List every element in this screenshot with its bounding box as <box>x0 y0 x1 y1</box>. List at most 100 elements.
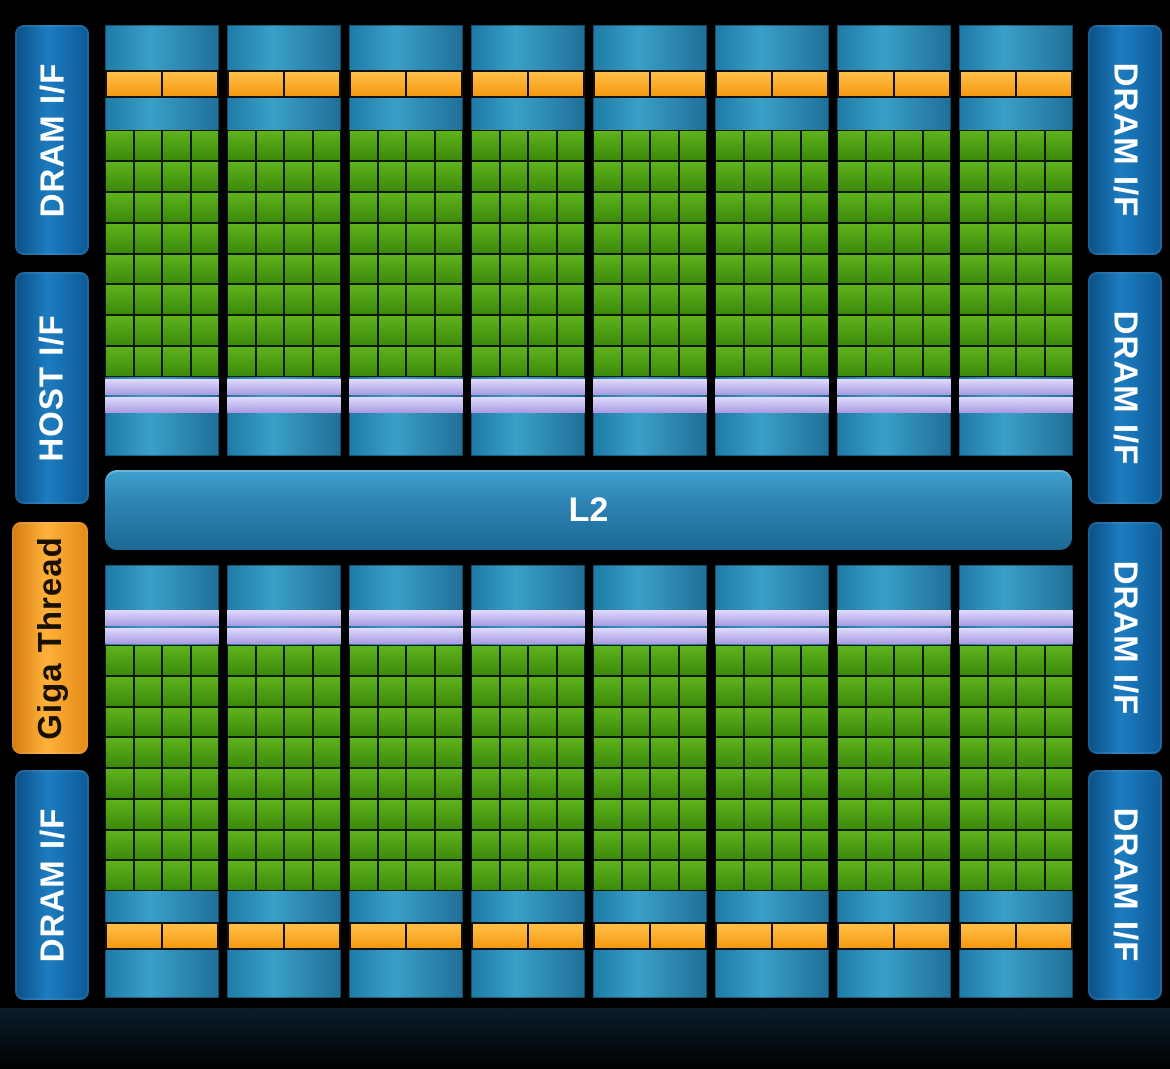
cuda-core <box>716 738 743 767</box>
cuda-core <box>923 161 950 191</box>
cuda-core <box>228 254 255 284</box>
cuda-core <box>472 192 499 222</box>
cuda-core <box>594 861 621 890</box>
cuda-core <box>163 254 190 284</box>
cuda-core <box>960 223 987 253</box>
cuda-core <box>106 676 133 706</box>
cuda-core <box>313 799 340 829</box>
cuda-core <box>256 738 283 767</box>
cuda-core <box>988 254 1015 284</box>
cuda-core <box>163 192 190 222</box>
sm-purple-band <box>715 610 829 626</box>
giga-thread-label: Giga Thread <box>31 536 69 740</box>
cuda-core <box>285 769 312 798</box>
sm-core-grid <box>471 130 585 377</box>
cuda-core <box>163 347 190 376</box>
cuda-core <box>1045 254 1072 284</box>
cuda-core <box>866 769 893 798</box>
cuda-core <box>838 769 865 798</box>
cuda-core <box>744 861 771 890</box>
streaming-multiprocessor-bottom <box>837 565 951 998</box>
cuda-core <box>895 799 922 829</box>
cuda-core <box>679 223 706 253</box>
cuda-core <box>801 738 828 767</box>
cuda-core <box>923 799 950 829</box>
cuda-core <box>960 861 987 890</box>
cuda-core <box>622 769 649 798</box>
cuda-core <box>744 254 771 284</box>
cuda-core <box>773 707 800 737</box>
sm-orange-band <box>471 922 585 950</box>
cuda-core <box>529 347 556 376</box>
cuda-core <box>529 192 556 222</box>
cuda-core <box>106 646 133 675</box>
cuda-core <box>895 738 922 767</box>
cuda-core <box>801 861 828 890</box>
cuda-core <box>988 738 1015 767</box>
cuda-core <box>435 223 462 253</box>
cuda-core <box>801 254 828 284</box>
sm-orange-unit <box>529 924 583 948</box>
cuda-core <box>716 192 743 222</box>
cuda-core <box>472 131 499 160</box>
l2-cache-block: L2 <box>105 470 1072 550</box>
sm-orange-unit <box>595 72 649 96</box>
cuda-core <box>744 223 771 253</box>
cuda-core <box>500 707 527 737</box>
cuda-core <box>191 192 218 222</box>
cuda-core <box>622 646 649 675</box>
dram-interface-label: DRAM I/F <box>1107 560 1144 716</box>
cuda-core <box>378 676 405 706</box>
cuda-core <box>191 646 218 675</box>
cuda-core <box>594 646 621 675</box>
sm-purple-band <box>227 610 341 626</box>
cuda-core <box>716 285 743 315</box>
cuda-core <box>594 738 621 767</box>
cuda-core <box>651 830 678 860</box>
streaming-multiprocessor-bottom <box>105 565 219 998</box>
cuda-core <box>923 223 950 253</box>
cuda-core <box>529 799 556 829</box>
cuda-core <box>838 738 865 767</box>
cuda-core <box>500 861 527 890</box>
cuda-core <box>744 830 771 860</box>
cuda-core <box>285 254 312 284</box>
sm-purple-band <box>227 379 341 395</box>
cuda-core <box>435 830 462 860</box>
cuda-core <box>134 131 161 160</box>
cuda-core <box>866 738 893 767</box>
cuda-core <box>1045 223 1072 253</box>
cuda-core <box>557 161 584 191</box>
streaming-multiprocessor-bottom <box>959 565 1073 998</box>
cuda-core <box>191 347 218 376</box>
cuda-core <box>679 861 706 890</box>
cuda-core <box>350 316 377 346</box>
cuda-core <box>500 254 527 284</box>
streaming-multiprocessor-top <box>837 25 951 456</box>
cuda-core <box>228 830 255 860</box>
sm-orange-unit <box>351 924 405 948</box>
sm-purple-band <box>349 610 463 626</box>
sm-purple-band <box>349 379 463 395</box>
dram-interface-right-4: DRAM I/F <box>1088 770 1162 1000</box>
cuda-core <box>866 131 893 160</box>
cuda-core <box>106 161 133 191</box>
cuda-core <box>350 830 377 860</box>
sm-purple-band <box>593 397 707 413</box>
sm-purple-band <box>471 610 585 626</box>
sm-orange-unit <box>717 72 771 96</box>
cuda-core <box>529 254 556 284</box>
cuda-core <box>163 161 190 191</box>
cuda-core <box>988 192 1015 222</box>
cuda-core <box>256 799 283 829</box>
cuda-core <box>106 223 133 253</box>
cuda-core <box>1045 707 1072 737</box>
cuda-core <box>134 254 161 284</box>
cuda-core <box>651 223 678 253</box>
cuda-core <box>801 707 828 737</box>
cuda-core <box>744 738 771 767</box>
cuda-core <box>285 161 312 191</box>
streaming-multiprocessor-top <box>349 25 463 456</box>
cuda-core <box>256 316 283 346</box>
cuda-core <box>313 347 340 376</box>
